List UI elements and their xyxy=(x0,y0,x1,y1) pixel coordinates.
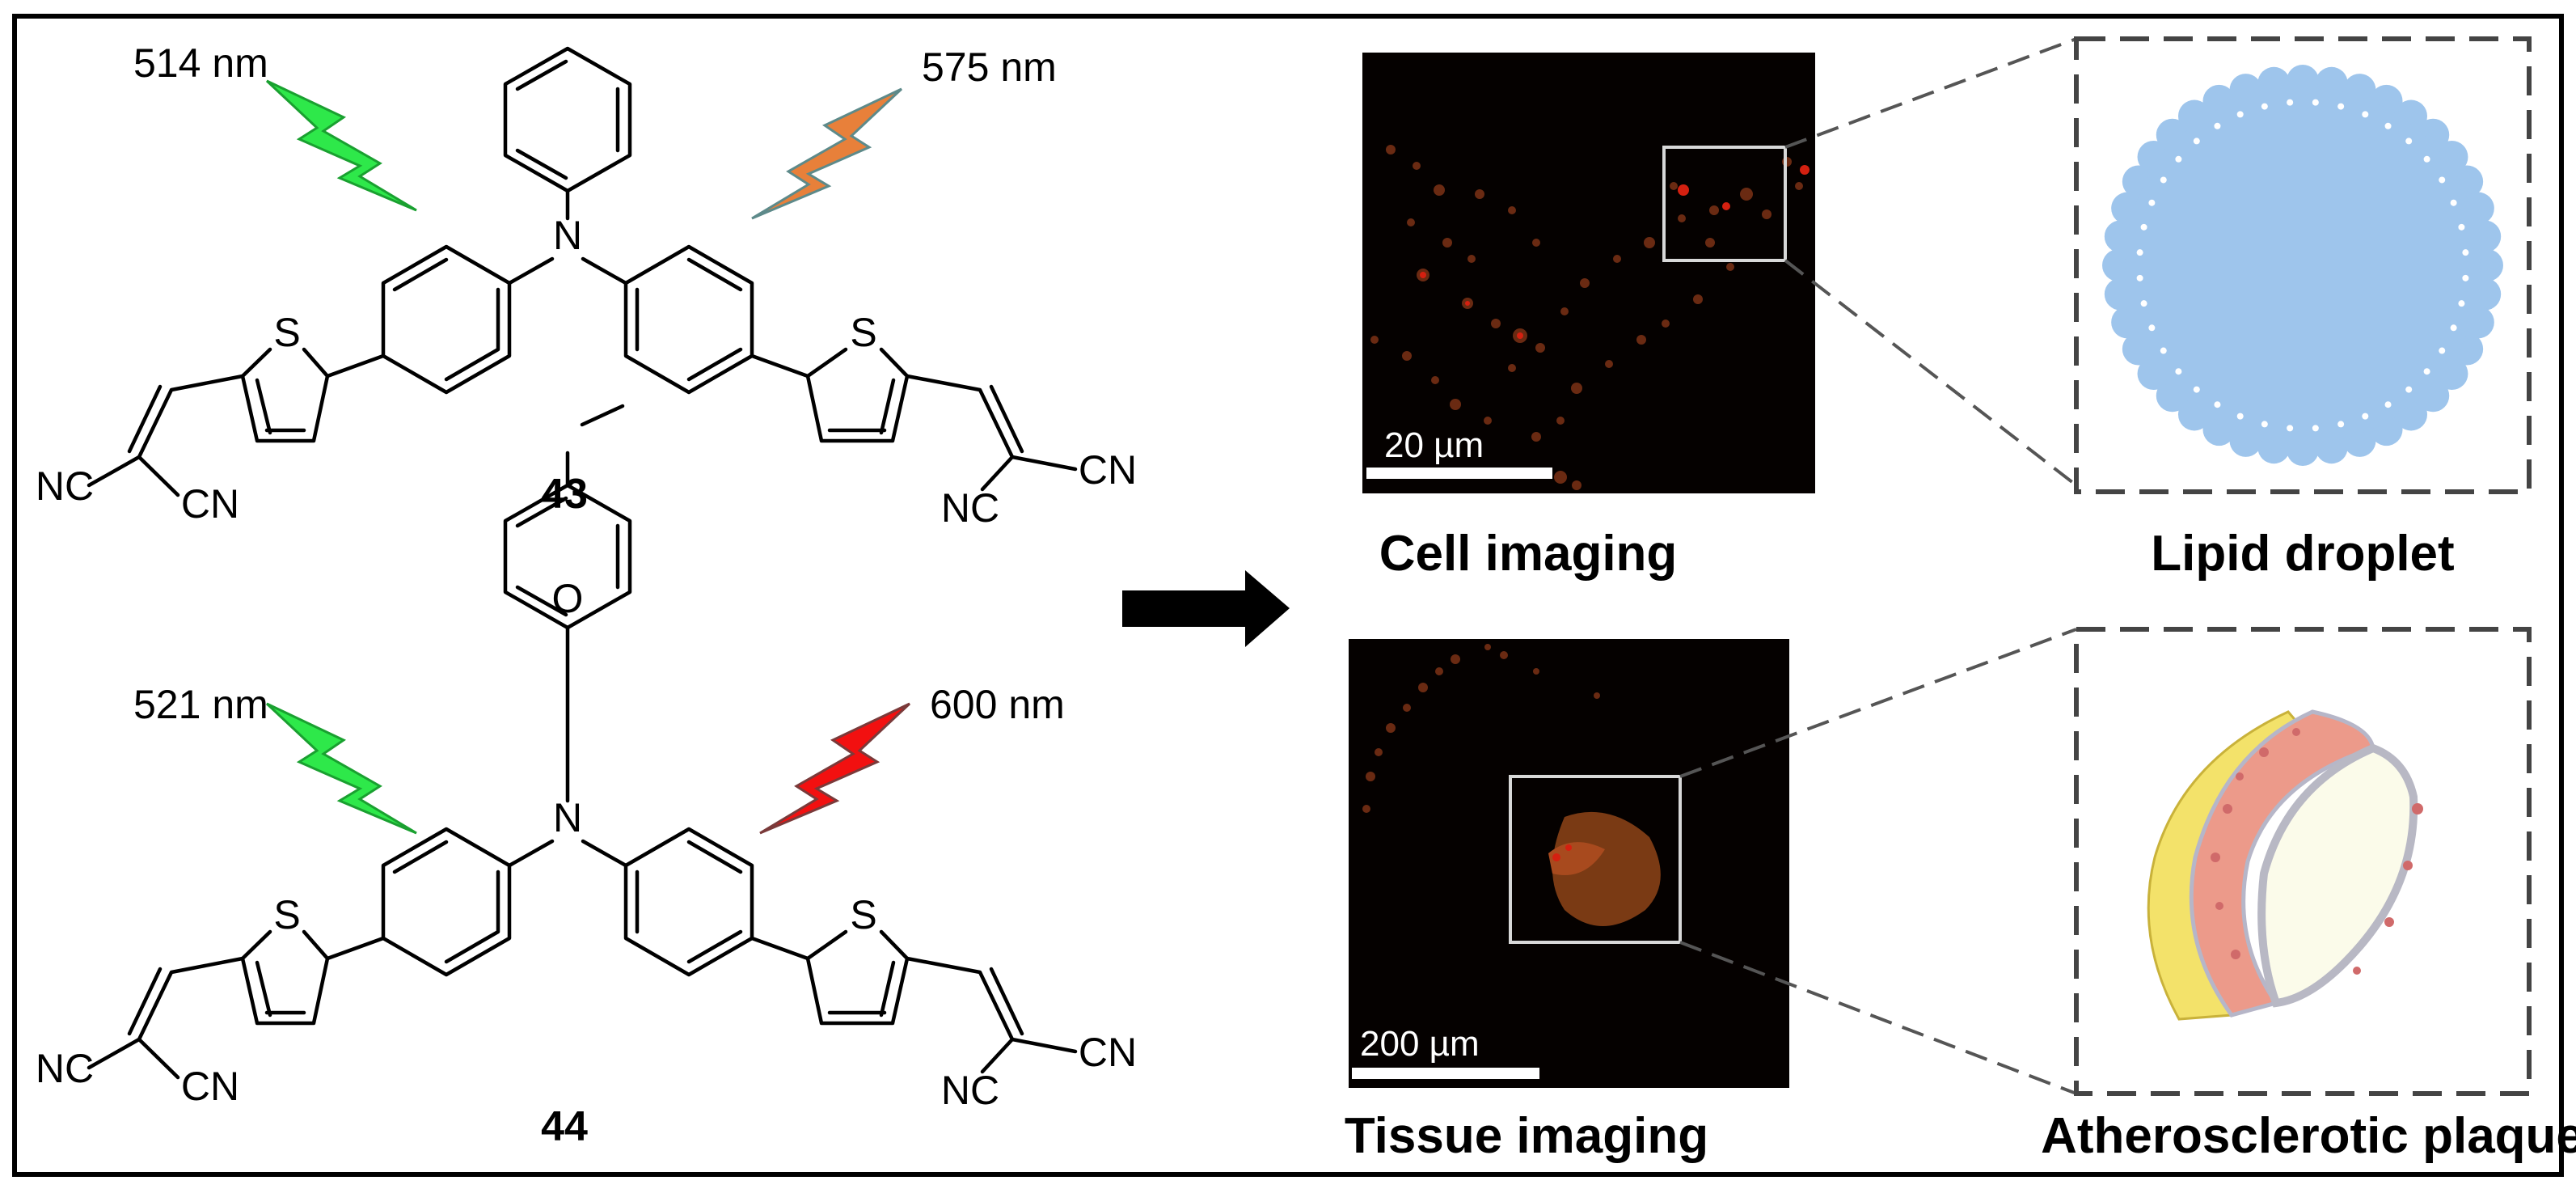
lipid-droplet xyxy=(2102,65,2503,466)
lipid-tail-gap xyxy=(2312,99,2319,106)
lipid-tail-gap xyxy=(2261,421,2268,428)
right-arrow xyxy=(1122,570,1290,647)
cell-scale-label: 20 µm xyxy=(1384,425,1484,465)
lipid-tail-gap xyxy=(2160,347,2167,354)
lipid-tail-gap xyxy=(2462,249,2469,256)
phenyl-substituent xyxy=(503,46,632,221)
lipid-tail-gap xyxy=(2236,111,2244,118)
figure-border xyxy=(12,14,2564,1177)
lipid-tail-gap xyxy=(2140,300,2147,307)
emission-bolt-43 xyxy=(750,87,903,220)
lipid-tail-gap xyxy=(2261,103,2268,110)
cell-imaging-caption: Cell imaging xyxy=(1379,526,1678,582)
lipid-tail-gap xyxy=(2458,223,2465,231)
lipid-tail-gap xyxy=(2337,421,2345,428)
lipid-droplet-panel xyxy=(2074,36,2532,494)
emission-wavelength-44: 600 nm xyxy=(930,682,1065,727)
compound-44-label: 44 xyxy=(541,1103,588,1150)
lipid-tail-gap xyxy=(2160,176,2167,184)
lipid-tail-gap xyxy=(2136,274,2143,281)
lipid-tail-gap xyxy=(2214,122,2221,129)
methoxy-oxygen: O xyxy=(552,576,584,621)
lipid-droplet-caption: Lipid droplet xyxy=(2151,526,2454,582)
tissue-scale-label: 200 µm xyxy=(1360,1024,1480,1064)
lipid-tail-gap xyxy=(2405,386,2413,393)
cell-zoom-lines xyxy=(1784,37,2078,487)
lipid-tail-gap xyxy=(2439,347,2446,354)
lipid-tail-gap xyxy=(2384,401,2392,408)
lipid-tail-gap xyxy=(2236,413,2244,420)
lipid-tail-gap xyxy=(2423,368,2430,375)
emission-wavelength-43: 575 nm xyxy=(922,44,1057,90)
atherosclerotic-plaque-panel xyxy=(2074,627,2532,1096)
lipid-tail-gap xyxy=(2312,425,2319,432)
lipid-tail-gap xyxy=(2287,99,2294,106)
lipid-tail-gap xyxy=(2458,300,2465,307)
tissue-zoom-lines xyxy=(1679,628,2077,1095)
lipid-tail-gap xyxy=(2450,199,2457,206)
lipid-tail-gap xyxy=(2423,155,2430,163)
atherosclerotic-plaque-caption: Atherosclerotic plaque xyxy=(2041,1108,2576,1164)
lipid-tail-gap xyxy=(2462,274,2469,281)
tissue-scale-bar xyxy=(1352,1068,1539,1079)
compound-43-structure xyxy=(36,46,1137,531)
lipid-tail-gap xyxy=(2136,249,2143,256)
lipid-tail-gap xyxy=(2384,122,2392,129)
lipid-tail-gap xyxy=(2140,223,2147,231)
tissue-imaging-panel: 200 µm xyxy=(1349,639,1789,1088)
lipid-tail-gap xyxy=(2148,199,2156,206)
lipid-tail-gap xyxy=(2287,425,2294,432)
lipid-tail-gap xyxy=(2362,111,2369,118)
lipid-tail-gap xyxy=(2439,176,2446,184)
lipid-tail-gap xyxy=(2214,401,2221,408)
lipid-core xyxy=(2125,87,2481,443)
cell-scale-bar xyxy=(1366,468,1552,479)
artery-cross-section xyxy=(2147,709,2423,1021)
lipid-tail-gap xyxy=(2337,103,2345,110)
compound-44-structure xyxy=(36,404,1137,1113)
excitation-wavelength-43: 514 nm xyxy=(133,40,268,86)
lipid-tail-gap xyxy=(2148,324,2156,332)
lipid-tail-gap xyxy=(2175,155,2182,163)
lipid-tail-gap xyxy=(2193,386,2200,393)
lipid-tail-gap xyxy=(2450,324,2457,332)
lipid-tail-gap xyxy=(2405,138,2413,145)
lipid-tail-gap xyxy=(2193,138,2200,145)
excitation-wavelength-44: 521 nm xyxy=(133,682,268,727)
excitation-bolt-44 xyxy=(265,702,418,835)
compound-44-core xyxy=(36,795,1137,1113)
methoxyphenyl-substituent xyxy=(503,404,632,803)
emission-bolt-44 xyxy=(758,702,911,835)
lipid-tail-gap xyxy=(2362,413,2369,420)
excitation-bolt-43 xyxy=(265,79,418,212)
lipid-tail-gap xyxy=(2175,368,2182,375)
cell-imaging-panel: 20 µm xyxy=(1362,53,1815,493)
tissue-imaging-caption: Tissue imaging xyxy=(1345,1108,1708,1164)
